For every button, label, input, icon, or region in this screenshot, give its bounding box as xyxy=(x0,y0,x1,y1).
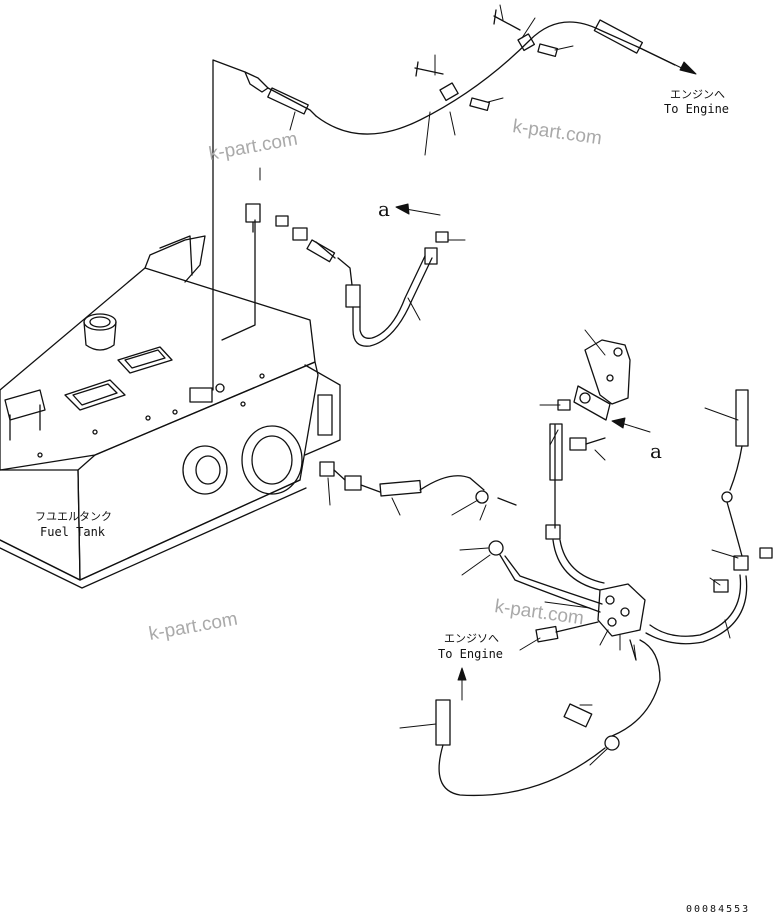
leader-frame xyxy=(212,59,256,391)
detail-a-group xyxy=(245,203,449,347)
fuel-tank xyxy=(0,235,341,589)
to-engine-top-jp: エンジンへ xyxy=(670,88,725,101)
bracket-right xyxy=(557,339,631,451)
leader-lines xyxy=(259,4,739,766)
to-engine-top-en: To Engine xyxy=(664,102,729,116)
arrows xyxy=(395,47,697,701)
drawing-number: 00084553 xyxy=(686,904,750,915)
detail-mark-top: a xyxy=(378,197,390,221)
hose-upper xyxy=(244,9,676,135)
hose-bottom xyxy=(435,639,661,797)
hose-right xyxy=(645,389,773,645)
to-engine-bottom-jp: エンジソへ xyxy=(444,632,499,645)
watermark-1: k-part.com xyxy=(207,129,299,165)
fuel-tank-label-jp: フユエルタンク xyxy=(35,510,112,523)
to-engine-bottom-en: To Engine xyxy=(438,647,503,661)
watermark-3: k-part.com xyxy=(147,609,239,645)
detail-mark-right: a xyxy=(650,439,662,463)
watermark-2: k-part.com xyxy=(511,116,603,149)
fuel-tank-label-en: Fuel Tank xyxy=(40,525,106,539)
hose-from-tank xyxy=(319,423,646,643)
